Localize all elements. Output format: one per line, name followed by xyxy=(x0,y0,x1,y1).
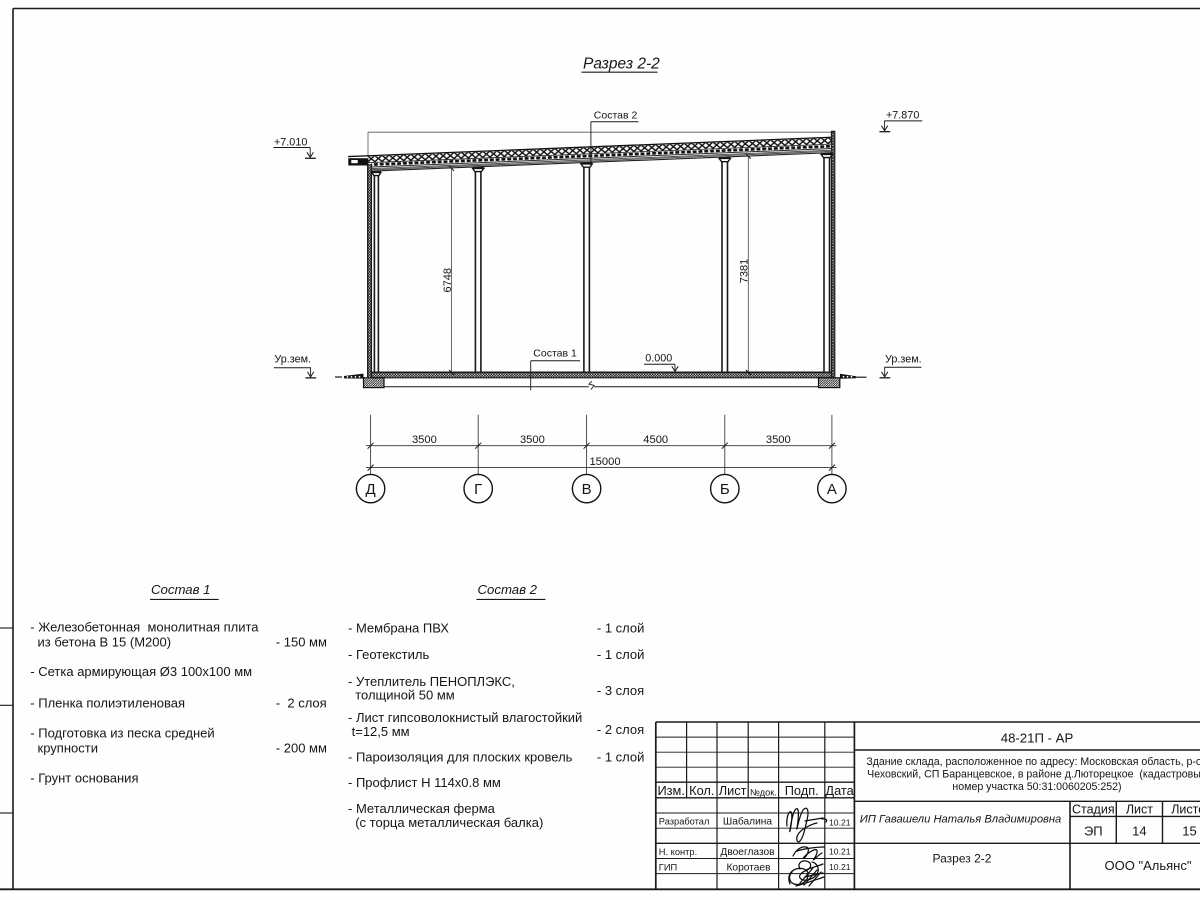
svg-text:- 2 слоя: - 2 слоя xyxy=(276,696,327,711)
svg-text:+7.010: +7.010 xyxy=(274,136,307,148)
svg-text:- 1 слой: - 1 слой xyxy=(597,749,645,764)
svg-text:ГИП: ГИП xyxy=(659,862,677,872)
svg-text:Д: Д xyxy=(366,481,376,498)
svg-text:- Металлическая ферма: - Металлическая ферма xyxy=(348,801,496,816)
svg-text:Г: Г xyxy=(474,481,482,498)
svg-text:- Профлист Н 114х0.8 мм: - Профлист Н 114х0.8 мм xyxy=(348,775,501,790)
svg-text:- Пароизоляция для плоских кро: - Пароизоляция для плоских кровель xyxy=(348,749,573,764)
svg-text:- Грунт основания: - Грунт основания xyxy=(30,770,138,785)
svg-text:Дата: Дата xyxy=(825,783,854,798)
svg-text:крупности: крупности xyxy=(30,740,98,755)
svg-text:Н. контр.: Н. контр. xyxy=(659,847,697,857)
svg-text:- Железобетонная монолитная п: - Железобетонная монолитная плита xyxy=(30,619,259,634)
svg-text:Кол.: Кол. xyxy=(689,783,714,798)
svg-text:Стадия: Стадия xyxy=(1072,803,1115,817)
svg-text:Разрез 2-2: Разрез 2-2 xyxy=(583,56,660,73)
svg-text:Двоеглазов: Двоеглазов xyxy=(720,847,774,858)
svg-text:Коротаев: Коротаев xyxy=(726,862,770,873)
svg-text:Здание склада, расположенное п: Здание склада, расположенное по адресу: … xyxy=(866,756,1200,768)
svg-text:Состав 1: Состав 1 xyxy=(151,582,211,597)
svg-text:4500: 4500 xyxy=(643,434,668,446)
svg-text:- Лист гипсоволокнистый влагос: - Лист гипсоволокнистый влагостойкий xyxy=(348,710,582,725)
svg-text:№док.: №док. xyxy=(750,787,777,797)
svg-text:Чеховский, СП Баранцевское, в: Чеховский, СП Баранцевское, в районе д.Л… xyxy=(867,769,1200,781)
svg-text:ООО "Альянс": ООО "Альянс" xyxy=(1105,858,1192,873)
svg-text:номер участка 50:31:0060205:25: номер участка 50:31:0060205:252) xyxy=(952,781,1121,793)
svg-text:В: В xyxy=(582,481,592,498)
svg-text:из бетона В 15 (М200): из бетона В 15 (М200) xyxy=(30,634,171,649)
svg-text:- Пленка полиэтиленовая: - Пленка полиэтиленовая xyxy=(30,696,185,711)
svg-text:- 3 слоя: - 3 слоя xyxy=(597,683,644,698)
svg-text:А: А xyxy=(827,481,837,498)
svg-text:Лист: Лист xyxy=(1126,803,1153,817)
svg-text:Разрез 2-2: Разрез 2-2 xyxy=(933,852,992,866)
svg-text:48-21П - АР: 48-21П - АР xyxy=(1001,731,1074,746)
svg-text:Лист: Лист xyxy=(719,783,747,798)
svg-text:- Геотекстиль: - Геотекстиль xyxy=(348,647,429,662)
svg-text:0.000: 0.000 xyxy=(645,353,672,365)
svg-text:15: 15 xyxy=(1182,824,1196,839)
svg-text:7381: 7381 xyxy=(739,259,751,283)
svg-text:- 1 слой: - 1 слой xyxy=(597,647,645,662)
svg-text:Ур.зем.: Ур.зем. xyxy=(885,353,922,365)
svg-text:Изм.: Изм. xyxy=(657,783,684,798)
svg-text:- 150 мм: - 150 мм xyxy=(276,634,327,649)
svg-text:- 2 слоя: - 2 слоя xyxy=(597,722,644,737)
svg-text:Шабалина: Шабалина xyxy=(723,816,773,828)
svg-text:- Подготовка из песка средней: - Подготовка из песка средней xyxy=(30,725,214,740)
svg-text:10.21: 10.21 xyxy=(829,862,851,872)
svg-text:(с торца металлическая балка): (с торца металлическая балка) xyxy=(348,815,543,830)
svg-text:Листов: Листов xyxy=(1171,803,1200,817)
svg-text:Разработал: Разработал xyxy=(659,817,710,827)
svg-text:- Утеплитель ПЕНОПЛЭКС,: - Утеплитель ПЕНОПЛЭКС, xyxy=(348,674,515,689)
svg-text:Состав 2: Состав 2 xyxy=(478,582,538,597)
svg-text:+7.870: +7.870 xyxy=(886,110,919,122)
svg-text:6748: 6748 xyxy=(442,268,454,292)
svg-text:Ур.зем.: Ур.зем. xyxy=(274,353,311,365)
svg-text:- 1 слой: - 1 слой xyxy=(597,621,645,636)
svg-text:ЭП: ЭП xyxy=(1084,824,1103,839)
svg-text:толщиной 50 мм: толщиной 50 мм xyxy=(348,687,455,702)
svg-text:10.21: 10.21 xyxy=(829,846,851,856)
svg-text:3500: 3500 xyxy=(520,434,545,446)
svg-text:Состав 1: Состав 1 xyxy=(533,348,577,360)
svg-text:14: 14 xyxy=(1132,824,1146,839)
svg-text:3500: 3500 xyxy=(766,434,791,446)
svg-text:- 200 мм: - 200 мм xyxy=(276,740,327,755)
svg-text:3500: 3500 xyxy=(412,434,437,446)
svg-text:- Сетка армирующая Ø3 100х100: - Сетка армирующая Ø3 100х100 мм xyxy=(30,664,252,679)
svg-text:10.21: 10.21 xyxy=(829,818,851,828)
svg-text:Б: Б xyxy=(720,481,730,498)
svg-text:Подп.: Подп. xyxy=(785,783,819,798)
svg-text:- Мембрана ПВХ: - Мембрана ПВХ xyxy=(348,621,449,636)
svg-text:Состав 2: Состав 2 xyxy=(594,110,638,122)
svg-text:t=12,5 мм: t=12,5 мм xyxy=(348,724,410,739)
svg-text:ИП Гавашели Наталья Владимиров: ИП Гавашели Наталья Владимировна xyxy=(860,814,1062,826)
svg-text:15000: 15000 xyxy=(589,456,620,468)
